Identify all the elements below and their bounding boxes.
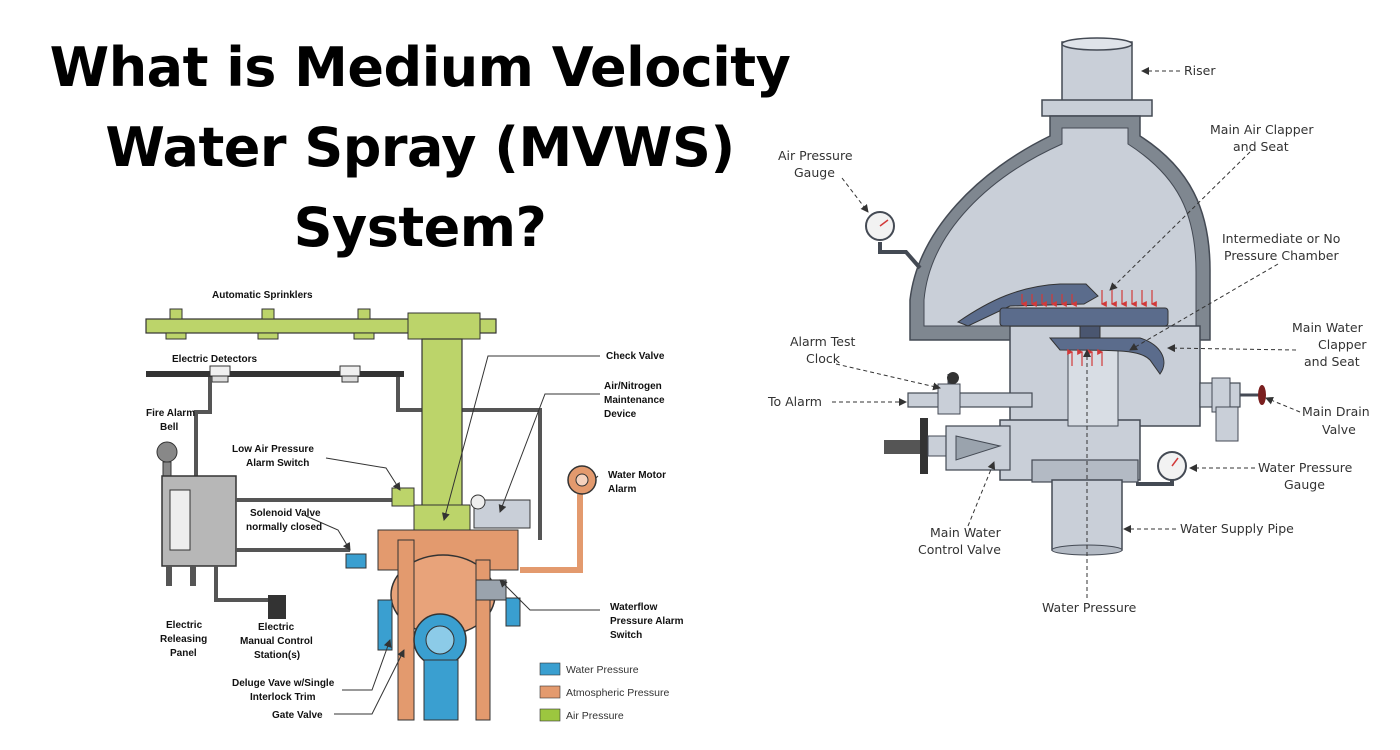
label-intermediate-1: Intermediate or No: [1222, 231, 1340, 246]
label-water-motor-1: Water Motor: [608, 470, 666, 481]
label-riser: Riser: [1184, 63, 1216, 78]
label-releasing-panel-2: Releasing: [160, 634, 207, 645]
alarm-line: [907, 372, 1033, 415]
label-waterflow-1: Waterflow: [610, 602, 658, 613]
main-drain-valve: [1199, 377, 1266, 442]
water-motor-alarm: [567, 465, 597, 495]
label-alarm-test-2: Clock: [806, 351, 841, 366]
alarm-test-valve-handle: [947, 372, 959, 384]
label-manual-station-1: Electric: [258, 622, 295, 633]
label-gate-valve: Gate Valve: [272, 710, 323, 721]
label-waterflow-2: Pressure Alarm: [610, 616, 684, 627]
label-intermediate-2: Pressure Chamber: [1224, 248, 1339, 263]
left-leader-lines: [305, 355, 600, 715]
label-main-drain-2: Valve: [1322, 422, 1356, 437]
label-solenoid-valve-2: normally closed: [246, 522, 322, 533]
right-leader-lines: [832, 67, 1301, 598]
label-main-water-clapper-2: Clapper: [1318, 337, 1367, 352]
dry-pipe-valve-diagram: Riser Main Air Clapper and Seat Air Pres…: [767, 37, 1370, 615]
label-water-pressure-gauge-1: Water Pressure: [1258, 460, 1353, 475]
label-alarm-test-1: Alarm Test: [790, 334, 855, 349]
legend-label-atmospheric: Atmospheric Pressure: [566, 687, 669, 699]
label-main-air-clapper-1: Main Air Clapper: [1210, 122, 1314, 137]
air-pressure-gauge: [865, 211, 922, 270]
sprinkler-head-3: [353, 308, 375, 340]
sprinkler-head-2: [257, 308, 279, 340]
manual-control-station: [268, 595, 286, 619]
label-fire-alarm-bell-2: Bell: [160, 422, 179, 433]
label-main-drain-1: Main Drain: [1302, 404, 1370, 419]
label-manual-station-3: Station(s): [254, 650, 300, 661]
label-main-water-clapper-3: and Seat: [1304, 354, 1360, 369]
deluge-valve-assembly: [345, 487, 583, 721]
title-line-1: What is Medium Velocity: [49, 36, 791, 99]
legend-swatch-water: [539, 662, 561, 676]
label-air-nitrogen-2: Maintenance: [604, 395, 665, 406]
label-water-motor-2: Alarm: [608, 484, 636, 495]
water-pressure-gauge: [1136, 451, 1187, 486]
valve-lower-body: [999, 325, 1201, 556]
label-deluge-valve-1: Deluge Vave w/Single: [232, 678, 335, 689]
label-air-pressure-gauge-1: Air Pressure: [778, 148, 853, 163]
title-line-2: Water Spray (MVWS): [105, 116, 735, 179]
label-air-nitrogen-3: Device: [604, 409, 637, 420]
air-riser-pipe: [413, 338, 471, 546]
automatic-sprinkler-pipe: [145, 308, 497, 340]
electric-releasing-panel: [161, 475, 408, 602]
legend: Water Pressure Atmospheric Pressure Air …: [539, 662, 669, 722]
label-air-pressure-gauge-2: Gauge: [794, 165, 835, 180]
label-main-air-clapper-2: and Seat: [1233, 139, 1289, 154]
legend-swatch-air: [539, 708, 561, 722]
page-title: What is Medium Velocity Water Spray (MVW…: [40, 28, 800, 268]
drain-valve-handle: [1258, 385, 1266, 405]
label-air-nitrogen-1: Air/Nitrogen: [604, 381, 662, 392]
label-fire-alarm-bell-1: Fire Alarm: [146, 408, 195, 419]
label-solenoid-valve-1: Solenoid Valve: [250, 508, 321, 519]
label-releasing-panel-1: Electric: [166, 620, 203, 631]
fire-alarm-bell: [156, 441, 178, 481]
label-main-water-clapper-1: Main Water: [1292, 320, 1364, 335]
label-manual-station-2: Manual Control: [240, 636, 313, 647]
label-main-water-control-1: Main Water: [930, 525, 1002, 540]
label-electric-detectors: Electric Detectors: [172, 354, 257, 365]
riser-pipe: [1041, 37, 1153, 117]
label-to-alarm: To Alarm: [767, 394, 822, 409]
title-line-3: System?: [293, 196, 547, 259]
label-check-valve: Check Valve: [606, 351, 665, 362]
label-water-pressure-gauge-2: Gauge: [1284, 477, 1325, 492]
legend-label-air: Air Pressure: [566, 710, 624, 722]
deluge-system-diagram: Automatic Sprinklers Electric Detectors …: [145, 290, 684, 722]
main-water-control-valve: [884, 418, 1011, 474]
electric-detector-line: [146, 365, 542, 540]
sprinkler-head-1: [165, 308, 187, 340]
legend-label-water: Water Pressure: [566, 664, 639, 676]
label-water-supply-pipe: Water Supply Pipe: [1180, 521, 1294, 536]
label-main-water-control-2: Control Valve: [918, 542, 1001, 557]
label-automatic-sprinklers: Automatic Sprinklers: [212, 290, 313, 301]
label-deluge-valve-2: Interlock Trim: [250, 692, 316, 703]
legend-swatch-atmospheric: [539, 685, 561, 699]
label-waterflow-3: Switch: [610, 630, 642, 641]
label-releasing-panel-3: Panel: [170, 648, 197, 659]
label-low-air-pressure-2: Alarm Switch: [246, 458, 309, 469]
pressure-arrows: [1020, 290, 1157, 366]
label-low-air-pressure-1: Low Air Pressure: [232, 444, 314, 455]
label-water-pressure: Water Pressure: [1042, 600, 1137, 615]
